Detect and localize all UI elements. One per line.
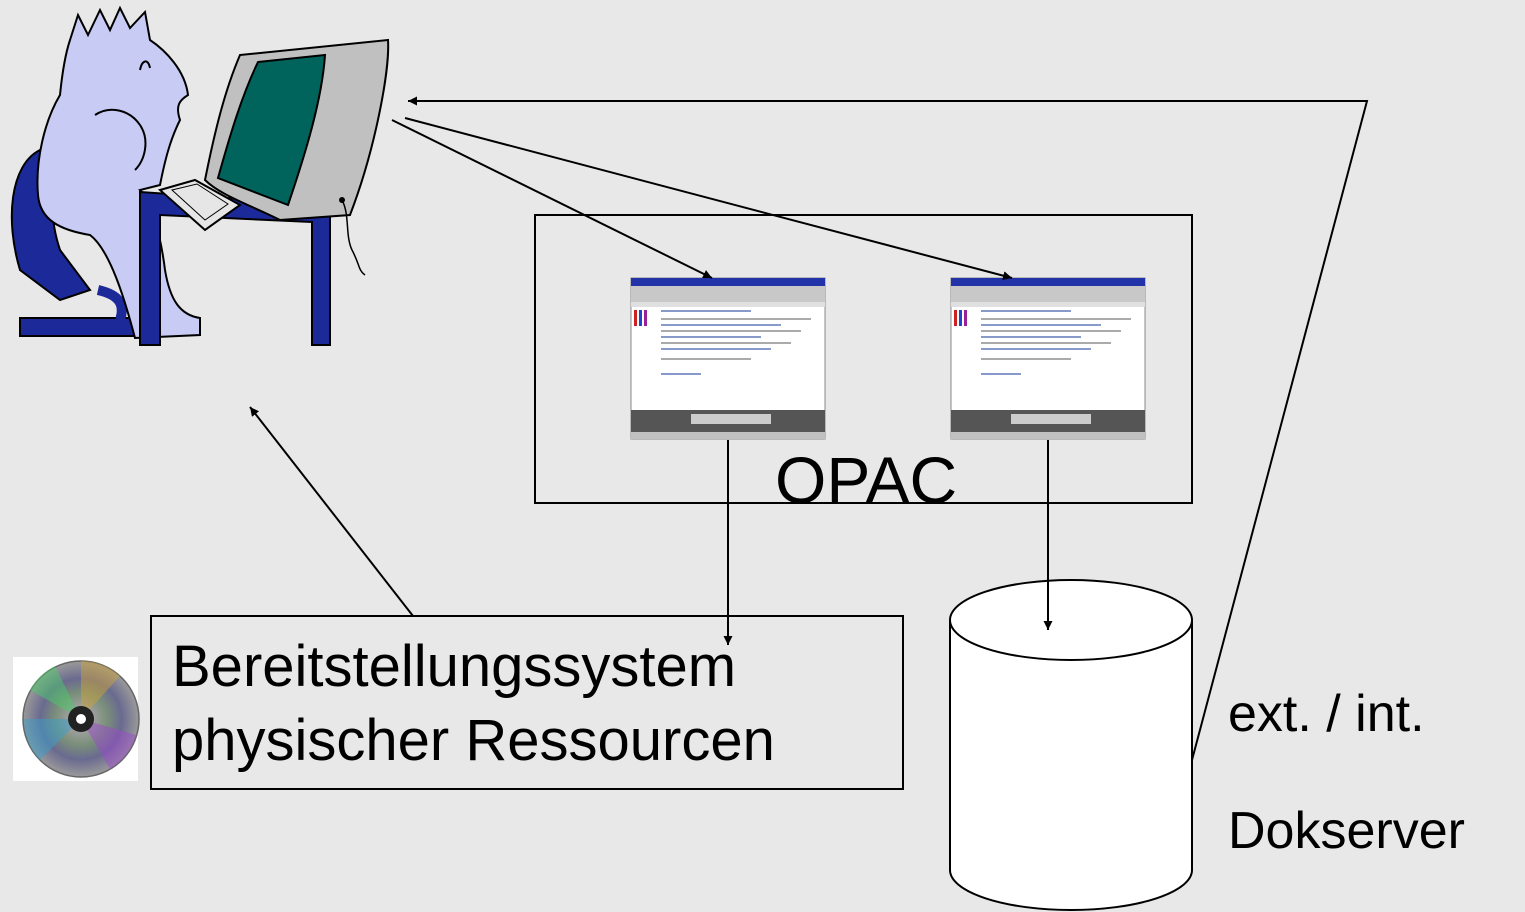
arrow-provision-to-user <box>249 406 414 617</box>
user-at-computer-icon <box>10 5 390 346</box>
arrow-dokserver-to-user <box>408 96 1369 761</box>
arrow-user-to-opac-2 <box>404 117 1013 281</box>
opac-label: OPAC <box>775 443 958 517</box>
provision-box <box>150 615 904 790</box>
dokserver-label-line2: Dokserver <box>1228 802 1465 860</box>
arrow-user-to-opac-1 <box>391 119 713 279</box>
browser-screenshot-icon <box>950 277 1146 440</box>
dokserver-label-line1: ext. / int. <box>1228 685 1425 743</box>
browser-screenshot-icon <box>630 277 826 440</box>
connectors <box>249 96 1369 761</box>
cd-disc-icon <box>13 657 140 781</box>
provision-label-line2: physischer Ressourcen <box>172 708 775 773</box>
provision-label-line1: Bereitstellungssystem <box>172 634 737 699</box>
database-cylinder-icon <box>949 579 1193 911</box>
opac-box <box>534 214 1193 504</box>
